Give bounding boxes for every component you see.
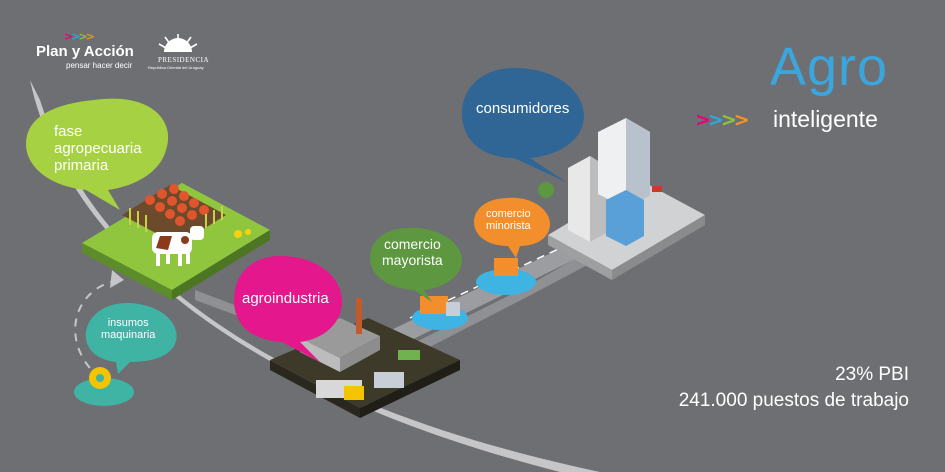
title-sub: inteligente: [773, 106, 878, 132]
presidencia-sub: República Oriental del Uruguay: [148, 65, 204, 70]
city-platform: [538, 118, 705, 280]
title-main: Agro: [770, 37, 889, 97]
farm-platform: [82, 183, 270, 300]
fase-bubble-text: fase agropecuaria primaria: [54, 123, 142, 174]
insumos-bubble-text: insumos maquinaria: [101, 317, 156, 342]
plan-logo-name: Plan y Acción: [36, 43, 134, 60]
minorista-bubble: [474, 197, 550, 258]
title-arrows-icon: >>>>: [695, 109, 750, 131]
factory-platform: [270, 298, 460, 418]
agroindustria-bubble: [234, 256, 343, 362]
consumidores-bubble: [462, 68, 584, 182]
plan-arrows-icon: >>>>: [64, 30, 95, 43]
consumidores-bubble-text: consumidores: [476, 100, 570, 117]
stat-jobs: 241.000 puestos de trabajo: [678, 390, 909, 411]
agroindustria-bubble-text: agroindustria: [242, 290, 329, 307]
mayorista-bubble-text: comercio mayorista: [382, 236, 443, 268]
gear-illustration: [74, 367, 134, 406]
stat-pbi: 23% PBI: [835, 364, 909, 385]
truck: [412, 296, 468, 330]
presidencia-sun-icon: [158, 34, 198, 52]
insumos-bubble: [85, 302, 177, 374]
mayorista-bubble: [370, 227, 462, 302]
cart: [476, 258, 536, 295]
dashed-arc: [74, 279, 119, 379]
fase-bubble: [26, 98, 169, 210]
plan-logo-tagline: pensar hacer decir: [66, 61, 133, 70]
presidencia-label: PRESIDENCIA: [158, 56, 210, 64]
minorista-bubble-text: comercio minorista: [486, 208, 531, 233]
